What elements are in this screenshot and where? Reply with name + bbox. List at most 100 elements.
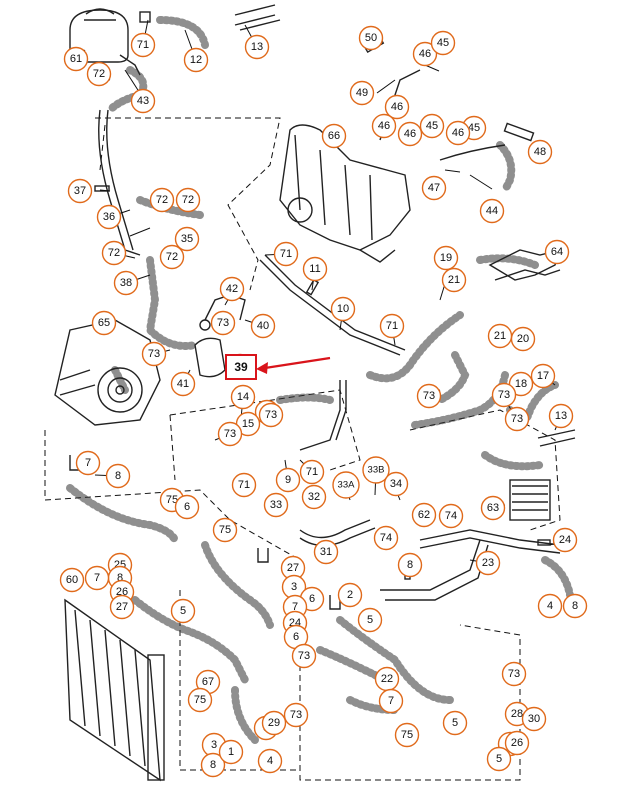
part-callout-5: 5 [486,746,512,772]
callout-circle [291,643,317,669]
callout-circle [86,61,112,87]
callout-circle [109,594,135,620]
callout-circle [530,363,556,389]
highlight-box [225,354,257,380]
callout-circle [321,123,347,149]
callout-label: 73 [290,709,302,721]
part-callout-71: 71 [273,241,299,267]
callout-label: 34 [390,478,402,490]
callout-label: 14 [237,391,249,403]
callout-label: 71 [238,479,250,491]
part-callout-1: 1 [218,739,244,765]
callout-circle [113,270,139,296]
callout-label: 63 [487,502,499,514]
part-callout-47: 47 [421,175,447,201]
part-callout-42: 42 [219,276,245,302]
callout-label: 5 [452,717,458,729]
callout-label: 2 [347,589,353,601]
callout-label: 72 [156,194,168,206]
callout-label: 26 [511,737,523,749]
callout-label: 10 [337,303,349,315]
callout-circle [170,598,196,624]
part-callout-73: 73 [501,661,527,687]
callout-label: 73 [511,413,523,425]
callout-circle [441,267,467,293]
callout-circle [105,463,131,489]
callout-circle [210,310,236,336]
group-boundary [179,590,300,771]
callout-label: 7 [292,601,298,613]
callout-label: 8 [210,759,216,771]
callout-circle [384,94,410,120]
highlighted-part-39[interactable]: 39 [225,354,257,380]
callout-circle [258,402,284,428]
callout-circle [263,492,289,518]
callout-label: 4 [267,755,273,767]
callout-circle [433,245,459,271]
callout-circle [231,472,257,498]
callout-circle [394,722,420,748]
callout-circle [130,32,156,58]
callout-circle [521,706,547,732]
group-boundary [299,624,521,781]
callout-label: 75 [219,524,231,536]
part-callout-22: 22 [374,666,400,692]
callout-label: 8 [572,600,578,612]
part-callout-6: 6 [174,494,200,520]
part-callout-31: 31 [313,539,339,565]
callout-circle [261,710,287,736]
callout-label: 35 [181,233,193,245]
callout-label: 8 [115,470,121,482]
callout-label: 46 [419,48,431,60]
callout-circle [357,607,383,633]
callout-label: 71 [386,320,398,332]
part-callout-40: 40 [250,313,276,339]
part-callout-8: 8 [397,552,423,578]
callout-circle [63,46,89,72]
callout-label: 33 [270,499,282,511]
callout-circle [504,406,530,432]
part-callout-65: 65 [91,310,117,336]
callout-label: 75 [401,729,413,741]
part-callout-6: 6 [283,624,309,650]
part-callout-46: 46 [397,121,423,147]
callout-label: 23 [482,557,494,569]
callout-label: 36 [103,211,115,223]
callout-label: 6 [293,631,299,643]
part-callout-74: 74 [373,525,399,551]
callout-circle [480,495,506,521]
part-callout-73: 73 [258,402,284,428]
callout-label: 74 [445,510,457,522]
part-callout-13: 13 [244,34,270,60]
callout-circle [84,565,110,591]
part-callout-38: 38 [113,270,139,296]
part-callout-30: 30 [521,706,547,732]
callout-label: 73 [298,650,310,662]
callout-circle [313,539,339,565]
part-callout-72: 72 [149,187,175,213]
part-callout-75: 75 [212,517,238,543]
callout-circle [479,198,505,224]
callout-label: 50 [365,32,377,44]
callout-label: 17 [537,370,549,382]
callout-label: 60 [66,574,78,586]
callout-label: 74 [380,532,392,544]
callout-label: 46 [404,128,416,140]
callout-label: 71 [306,466,318,478]
part-callout-46: 46 [371,113,397,139]
callout-label: 9 [285,474,291,486]
callout-label: 5 [180,605,186,617]
callout-label: 7 [94,572,100,584]
part-callout-5: 5 [442,710,468,736]
callout-label: 3 [211,739,217,751]
callout-label: 8 [117,572,123,584]
part-callout-48: 48 [527,139,553,165]
part-callout-32: 32 [301,484,327,510]
callout-label: 41 [177,378,189,390]
part-callout-74: 74 [438,503,464,529]
callout-circle [411,502,437,528]
part-callout-60: 60 [59,567,85,593]
part-callout-46: 46 [384,94,410,120]
callout-circle [59,567,85,593]
